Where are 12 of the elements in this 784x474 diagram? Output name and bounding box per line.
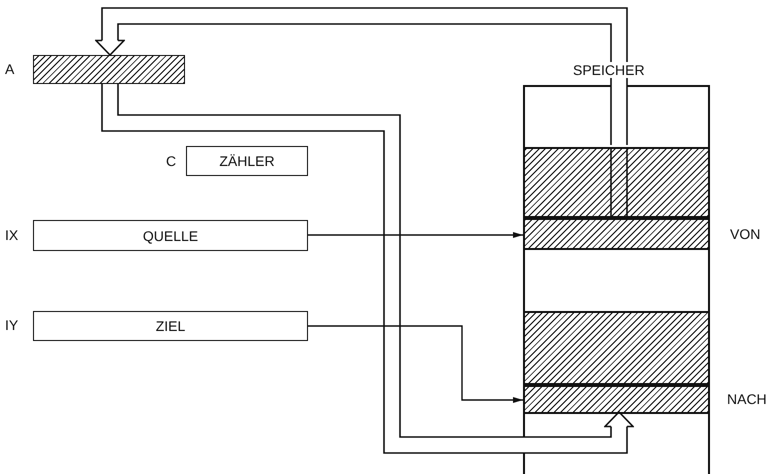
register-name: C xyxy=(166,153,176,169)
arrow xyxy=(308,232,523,238)
cell-label: VON xyxy=(730,226,760,242)
cell-label: NACH xyxy=(727,391,767,407)
register-name: IY xyxy=(5,317,18,333)
memory-label: SPEICHER xyxy=(571,62,647,78)
register-name: A xyxy=(5,61,14,77)
register-content: ZIEL xyxy=(156,318,186,334)
arrow xyxy=(308,325,523,403)
register-content: QUELLE xyxy=(142,228,198,244)
register-name: IX xyxy=(5,227,18,243)
register-content: ZÄHLER xyxy=(219,153,275,169)
